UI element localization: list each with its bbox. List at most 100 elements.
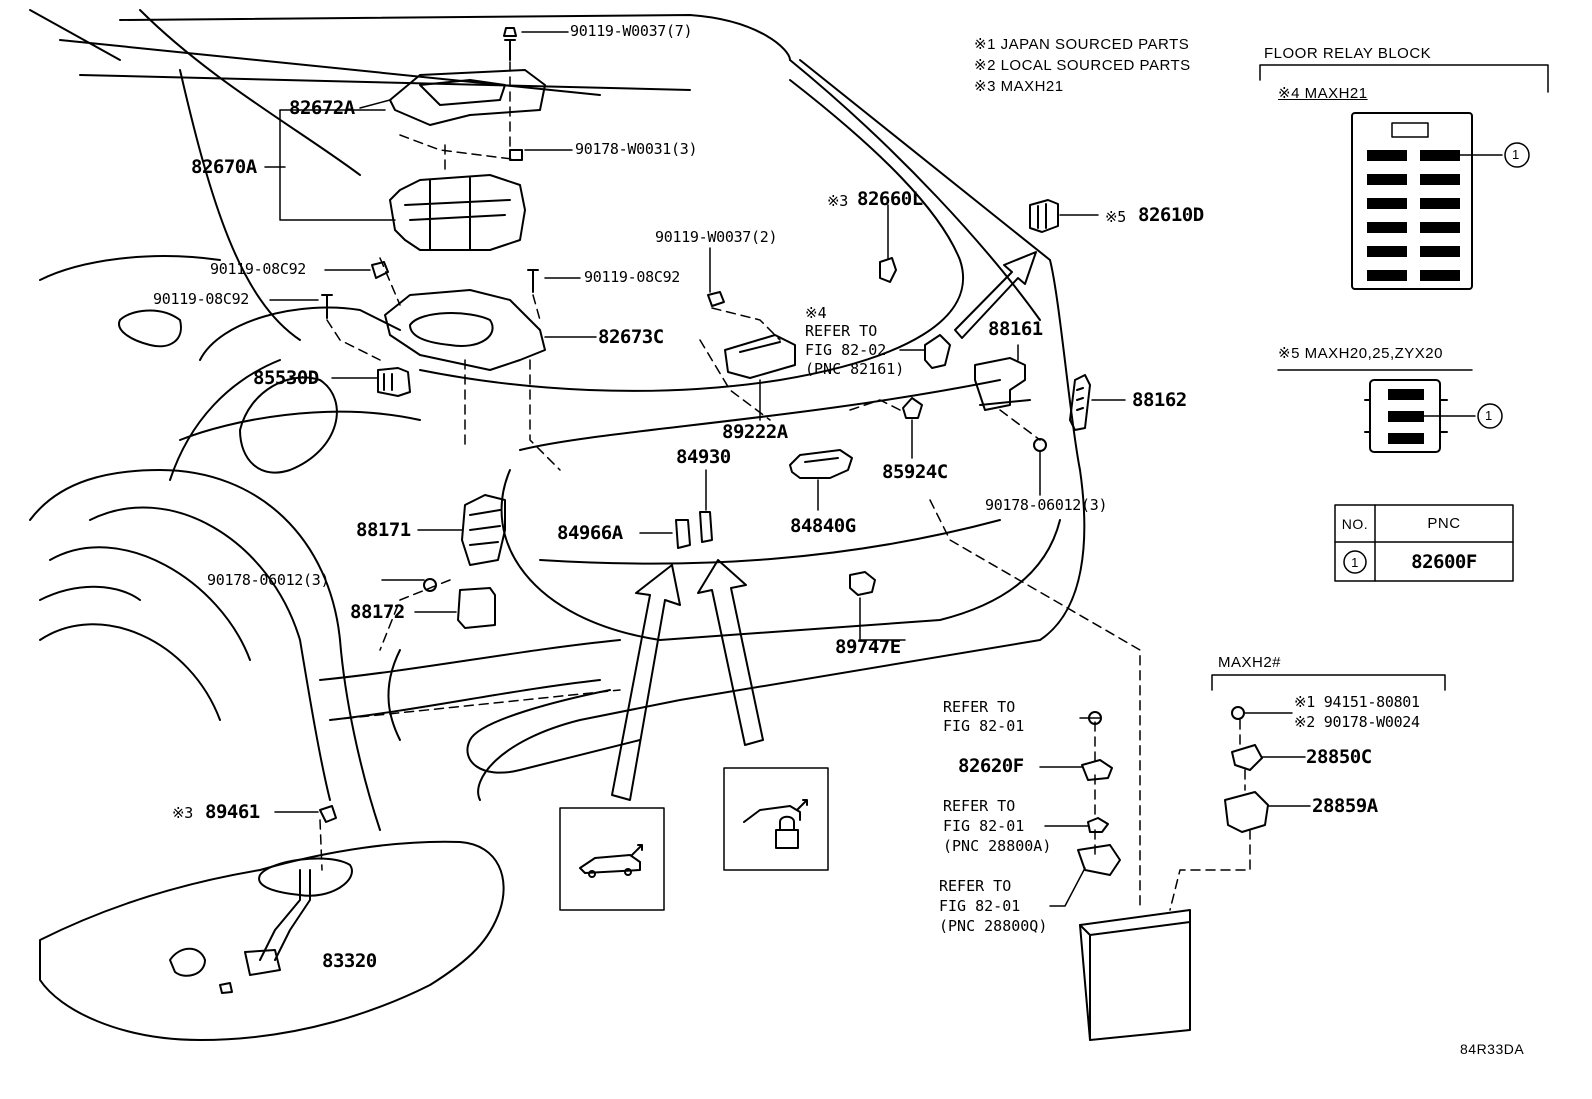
component-88172 <box>457 587 496 629</box>
part-82660l-mark: ※3 <box>827 192 848 210</box>
arrow-lock <box>697 559 764 746</box>
note-maxh21: ※3 MAXH21 <box>974 78 1064 95</box>
part-94151-80801: ※1 94151-80801 <box>1294 693 1420 711</box>
dashed-assembly-lines <box>319 61 1251 911</box>
relay-cells <box>1367 150 1460 444</box>
part-84966a: 84966A <box>557 522 623 544</box>
part-90178-06012-3-b: 90178-06012(3) <box>207 571 330 589</box>
part-89222a: 89222A <box>722 421 788 443</box>
arrow-hatch <box>611 564 681 801</box>
maxh-leaders <box>1039 712 1311 907</box>
note-japan-sourced: ※1 JAPAN SOURCED PARTS <box>974 36 1190 53</box>
pnc-table-row-no: 1 <box>1351 554 1359 570</box>
component-82620f <box>1081 759 1113 781</box>
part-84930: 84930 <box>676 446 731 468</box>
relay-callout-1-a: 1 <box>1512 147 1520 162</box>
ref-fig-82-02-line2: FIG 82-02 <box>805 341 887 359</box>
component-82610d <box>1029 199 1059 233</box>
part-84840g: 84840G <box>790 515 856 537</box>
battery <box>1079 909 1191 1041</box>
floor-relay-bracket <box>1259 64 1549 93</box>
component-89747e <box>849 571 876 596</box>
ref-fig-82-02-line1: REFER TO <box>805 322 878 340</box>
component-88162 <box>1069 374 1091 431</box>
part-90178-06012-3-a: 90178-06012(3) <box>985 496 1108 514</box>
part-90119-08c92-a: 90119-08C92 <box>210 260 307 278</box>
ref-fig-82-01-a-line2: FIG 82-01 <box>943 717 1025 735</box>
part-89747e: 89747E <box>835 636 901 658</box>
part-90119-w0037-2: 90119-W0037(2) <box>655 228 778 246</box>
ref-fig-82-01-b-line1: REFER TO <box>943 797 1016 815</box>
ref-fig-82-01-b-line3: (PNC 28800A) <box>943 837 1052 855</box>
part-82670a: 82670A <box>191 156 257 178</box>
maxh-group-title: MAXH2# <box>1218 654 1282 671</box>
ref-fig-82-01-c-line3: (PNC 28800Q) <box>939 917 1048 935</box>
part-90119-08c92-b: 90119-08C92 <box>584 268 681 286</box>
part-88172: 88172 <box>350 601 405 623</box>
component-85924c <box>902 397 923 419</box>
relay-variant-maxh21: ※4 MAXH21 <box>1278 85 1368 102</box>
part-85530d: 85530D <box>253 367 319 389</box>
relay-variant-maxh20: ※5 MAXH20,25,ZYX20 <box>1278 345 1443 362</box>
part-83320: 83320 <box>322 950 377 972</box>
component-88171 <box>461 494 506 566</box>
part-28859a: 28859A <box>1312 795 1378 817</box>
diagram-code: 84R33DA <box>1460 1041 1525 1057</box>
ref-fig-82-01-c-line1: REFER TO <box>939 877 1012 895</box>
component-28850c <box>1231 744 1263 771</box>
component-89222a <box>724 334 796 379</box>
ref-fig-82-01-b-line2: FIG 82-01 <box>943 817 1025 835</box>
ref-fig-82-02-line3: (PNC 82161) <box>805 360 905 378</box>
part-88161: 88161 <box>988 318 1043 340</box>
part-82660l: 82660L <box>857 188 923 210</box>
part-82620f: 82620F <box>958 755 1024 777</box>
component-82161 <box>924 334 951 369</box>
floor-relay-block-title: FLOOR RELAY BLOCK <box>1264 45 1432 62</box>
ref-fig-82-01-a-line1: REFER TO <box>943 698 1016 716</box>
component-28859a <box>1224 791 1269 833</box>
component-28800q <box>1077 844 1121 876</box>
relay-bracket-82670a <box>389 69 546 251</box>
relay-callout-leaders <box>1277 154 1503 417</box>
arrow-diagonal <box>954 251 1037 339</box>
part-89461-mark: ※3 <box>172 804 193 822</box>
part-82673c: 82673C <box>598 326 664 348</box>
part-90178-w0024: ※2 90178-W0024 <box>1294 713 1420 731</box>
part-82610d: 82610D <box>1138 204 1204 226</box>
pnc-table-grid <box>1334 504 1514 582</box>
vehicle-body-outline <box>29 9 1086 831</box>
part-88171: 88171 <box>356 519 411 541</box>
fastener-maxh <box>1231 706 1245 720</box>
part-89461: 89461 <box>205 801 260 823</box>
part-90178-w0031-3: 90178-W0031(3) <box>575 140 698 158</box>
component-85530d <box>377 367 411 397</box>
part-85924c: 85924C <box>882 461 948 483</box>
icon-box-lock <box>723 767 829 871</box>
part-28850c: 28850C <box>1306 746 1372 768</box>
fasteners <box>321 27 1047 592</box>
part-88162: 88162 <box>1132 389 1187 411</box>
component-84930-84966a <box>675 511 713 549</box>
icon-box-hatch <box>559 807 665 911</box>
ref-fig-82-01-c-line2: FIG 82-01 <box>939 897 1021 915</box>
part-90119-w0037-7: 90119-W0037(7) <box>570 22 693 40</box>
relay-callout-1-b: 1 <box>1485 408 1493 423</box>
component-82660l <box>879 257 897 283</box>
part-82610d-mark: ※5 <box>1105 208 1126 226</box>
leader-lines <box>264 31 1126 813</box>
fuel-tank <box>39 805 505 1041</box>
note-local-sourced: ※2 LOCAL SOURCED PARTS <box>974 57 1191 74</box>
relay-block-maxh21 <box>1351 112 1473 290</box>
pnc-table-header-pnc: PNC <box>1427 515 1461 532</box>
component-28800a <box>1087 817 1109 833</box>
ref-fig-82-02-mark: ※4 <box>805 304 827 322</box>
component-84840g <box>789 449 853 479</box>
bracket-82673c <box>384 289 546 371</box>
pnc-table-header-no: NO. <box>1341 515 1369 532</box>
pnc-table-row-pnc: 82600F <box>1411 550 1477 573</box>
component-88161 <box>974 357 1031 411</box>
relay-callouts <box>1477 142 1530 429</box>
part-90119-08c92-c: 90119-08C92 <box>153 290 250 308</box>
part-82672a: 82672A <box>289 97 355 119</box>
